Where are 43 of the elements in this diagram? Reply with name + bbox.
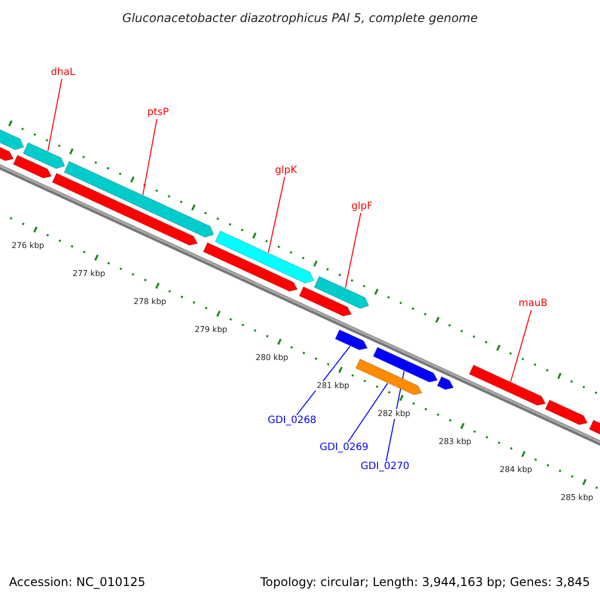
gene-feature <box>298 286 352 317</box>
gene-feature <box>436 376 454 390</box>
leader-line <box>142 118 158 196</box>
scale-label: 280 kbp <box>254 353 290 364</box>
gene-feature <box>22 142 66 170</box>
gene-label: glpK <box>274 166 298 176</box>
scale-label: 285 kbp <box>560 493 594 504</box>
leader-line <box>47 78 62 152</box>
gene-feature <box>314 276 370 310</box>
gene-label: GDI_0268 <box>268 416 316 426</box>
scale-label: 276 kbp <box>10 240 46 251</box>
leader-line <box>344 212 362 288</box>
gene-feature <box>468 364 546 406</box>
gene-label: glpF <box>351 202 373 212</box>
scale-label: 282 kbp <box>376 409 412 420</box>
accession-text: Accession: NC_010125 <box>9 576 146 588</box>
leader-line <box>268 176 286 253</box>
scale-label: 278 kbp <box>132 297 168 307</box>
leader-line <box>510 310 532 382</box>
gene-label: mauB <box>518 299 548 309</box>
gene-label: dhaL <box>50 68 76 78</box>
gene-feature <box>214 230 314 284</box>
scale-label: 281 kbp <box>316 381 350 392</box>
genome-summary-text: Topology: circular; Length: 3,944,163 bp; Genes: 3,845 <box>260 576 590 588</box>
gene-label: GDI_0269 <box>320 443 368 453</box>
scale-label: 284 kbp <box>498 465 534 476</box>
title: Gluconacetobacter diazotrophicus PAl 5, complete genome <box>122 12 478 24</box>
gene-feature <box>12 154 52 179</box>
leader-line <box>296 346 351 416</box>
gene-feature <box>0 126 24 150</box>
gene-feature <box>372 346 438 383</box>
leader-line <box>348 382 388 442</box>
scale-label: 279 kbp <box>194 325 228 336</box>
gene-feature <box>64 160 214 238</box>
gene-feature <box>544 399 588 426</box>
gene-feature <box>355 358 423 396</box>
gene-label: GDI_0270 <box>360 462 410 472</box>
gene-feature <box>52 172 198 246</box>
scale-label: 283 kbp <box>438 437 472 448</box>
gene-label: ptsP <box>147 108 169 118</box>
gene-feature <box>202 242 298 292</box>
scale-label: 277 kbp <box>72 268 106 279</box>
gene-feature <box>334 329 368 350</box>
